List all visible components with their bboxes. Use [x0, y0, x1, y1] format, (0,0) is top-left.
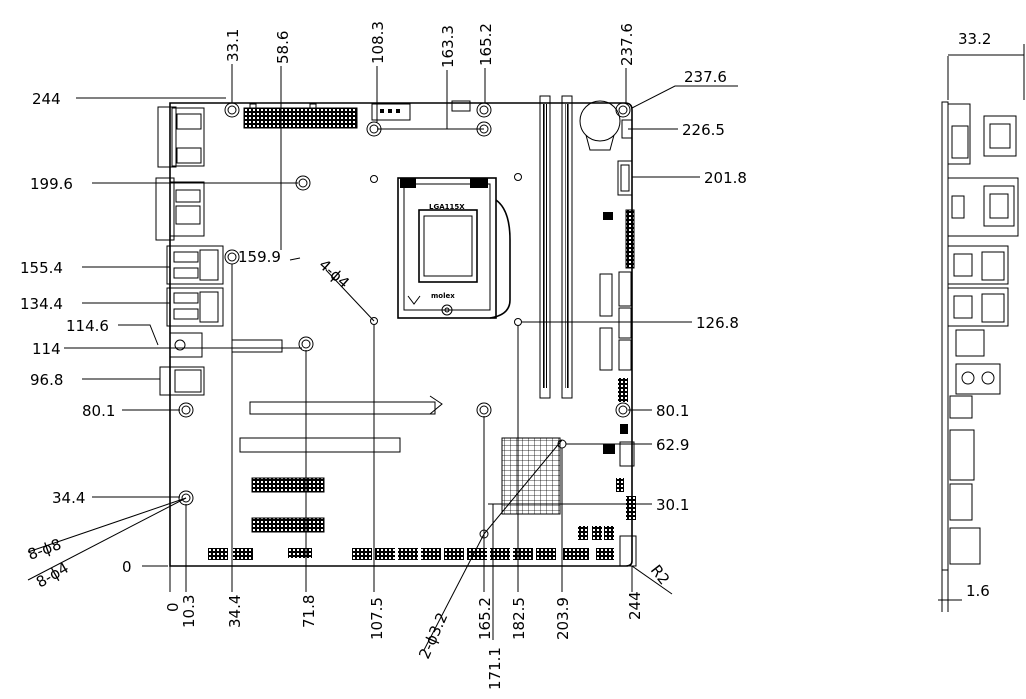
sata-connectors	[599, 209, 635, 402]
bottom-label: 107.5	[368, 597, 386, 640]
mounting-hole	[178, 402, 194, 418]
bottom-label: 34.4	[226, 595, 244, 628]
left-label: 155.4	[20, 259, 63, 277]
board-outline	[169, 102, 633, 567]
side-width-label: 33.2	[958, 30, 991, 48]
left-label: 244	[32, 90, 61, 108]
top-label: 237.6	[618, 23, 636, 66]
left-label: 114.6	[66, 317, 109, 335]
hole-callout-8: 8-ϕ8	[25, 535, 63, 564]
bottom-headers	[208, 424, 637, 567]
right-label: 30.1	[656, 496, 689, 514]
right-label: 226.5	[682, 121, 725, 139]
battery-holder	[579, 100, 633, 151]
bottom-leader-lines	[169, 257, 673, 651]
atx-power-connector	[243, 103, 358, 129]
bottom-label: 165.2	[476, 597, 494, 640]
bottom-label: 0	[164, 602, 182, 612]
bottom-label: 203.9	[554, 597, 572, 640]
hole-callout-4: 8-ϕ4	[33, 559, 72, 592]
sata-connector-top	[617, 160, 633, 196]
left-label: 134.4	[20, 295, 63, 313]
mounting-hole	[615, 102, 631, 118]
top-label: 33.1	[224, 29, 242, 62]
small-hole	[370, 175, 378, 183]
chipset-heatsink	[483, 437, 563, 535]
dimm-slots	[539, 95, 573, 399]
right-label: 126.8	[696, 314, 739, 332]
two-hole-callout: 2-ϕ3.2	[415, 610, 451, 662]
mounting-hole	[476, 102, 492, 118]
mounting-hole	[295, 175, 311, 191]
mounting-hole	[476, 402, 492, 418]
left-label: 114	[32, 340, 61, 358]
left-label: 80.1	[82, 402, 115, 420]
radius-callout: R2	[647, 561, 673, 588]
small-hole	[370, 317, 378, 325]
rear-io-connectors	[155, 106, 224, 396]
top-label: 165.2	[477, 23, 495, 66]
expansion-slots	[231, 339, 443, 533]
side-view: 33.2 1.6	[938, 30, 1025, 612]
mounting-hole	[298, 336, 314, 352]
four-hole-callout: 4-ϕ4	[315, 256, 353, 292]
top-leader-lines	[231, 64, 627, 250]
hole-label-159: 159.9	[238, 248, 281, 266]
top-label: 163.3	[439, 25, 457, 68]
cpu-socket: LGA115X molex	[397, 177, 511, 319]
left-label: 96.8	[30, 371, 63, 389]
brand-label: molex	[431, 292, 455, 300]
left-leader-lines	[27, 97, 302, 581]
fan-connector-top	[371, 100, 471, 121]
left-label: 34.4	[52, 489, 85, 507]
small-hole	[514, 318, 522, 326]
bottom-label: 71.8	[300, 595, 318, 628]
right-label: 201.8	[704, 169, 747, 187]
right-label: 62.9	[656, 436, 689, 454]
mounting-hole	[224, 249, 240, 265]
socket-label: LGA115X	[429, 203, 465, 211]
top-label: 108.3	[369, 21, 387, 64]
top-dimension-labels: 33.1 58.6 108.3 163.3 165.2 237.6	[224, 21, 636, 68]
right-label: 237.6	[684, 68, 727, 86]
side-thickness-label: 1.6	[966, 582, 990, 600]
mounting-hole	[224, 102, 240, 118]
bottom-label: 10.3	[180, 595, 198, 628]
mounting-hole	[615, 402, 631, 418]
right-dimension-labels: 237.6 226.5 201.8 126.8 80.1 62.9 30.1	[656, 68, 747, 514]
left-label: 199.6	[30, 175, 73, 193]
right-leader-lines	[488, 85, 738, 505]
small-hole	[514, 173, 522, 181]
bottom-label: 171.1	[486, 647, 504, 690]
bottom-label: 244	[626, 591, 644, 620]
bottom-label: 182.5	[510, 597, 528, 640]
top-label: 58.6	[274, 31, 292, 64]
right-label: 80.1	[656, 402, 689, 420]
bottom-dimension-labels: 0 10.3 34.4 71.8 107.5 165.2 171.1 182.5…	[164, 248, 673, 690]
left-dimension-labels: 244 199.6 155.4 134.4 114.6 114 96.8 80.…	[20, 90, 132, 591]
left-label: 0	[122, 558, 132, 576]
